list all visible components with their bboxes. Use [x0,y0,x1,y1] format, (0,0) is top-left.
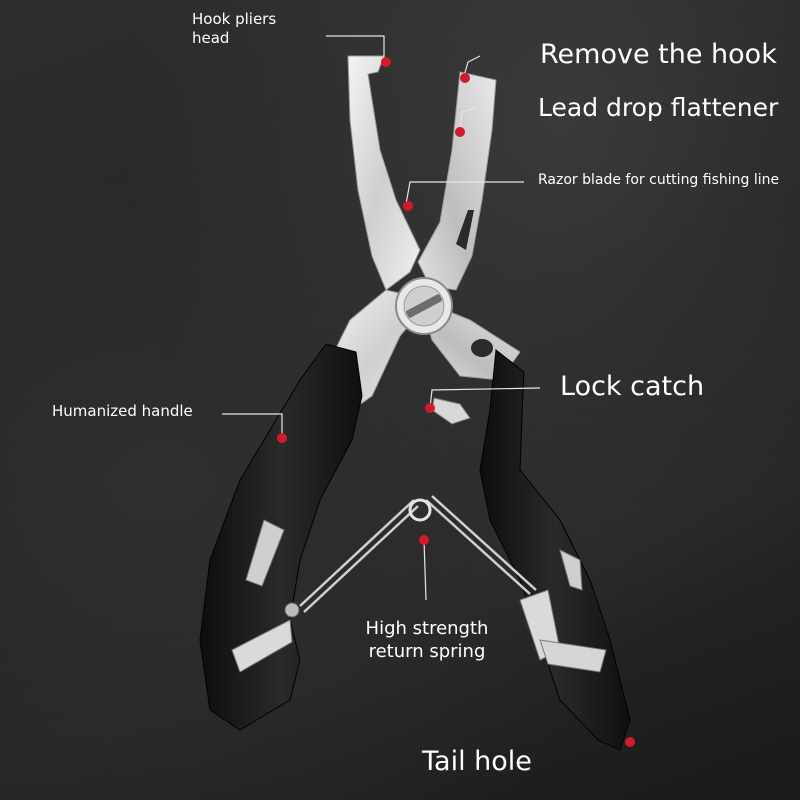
callout-remove-hook: Remove the hook [540,39,777,70]
callout-spring-line1: High strength [365,618,489,639]
leader-razor [405,181,524,205]
callout-head-line2: head [192,28,230,47]
right-handle [479,349,631,751]
callout-tail-hole: Tail hole [422,746,532,777]
marker-spring [419,535,429,545]
callout-lock-catch: Lock catch [560,371,705,402]
leader-lines [222,35,541,601]
callout-handle: Humanized handle [52,402,193,420]
callout-spring-line2: return spring [368,640,486,662]
leader-spring [423,539,427,601]
marker-tail-hole [625,737,635,747]
leader-handle [222,413,283,436]
right-handle-insert [559,549,583,591]
callout-head: Hook pliers head [192,10,276,48]
callout-razor: Razor blade for cutting fishing line [538,172,780,188]
left-handle-insert [245,519,285,587]
marker-remove-hook [460,73,470,83]
right-jaw [417,71,497,291]
left-jaw [347,55,421,291]
lock-catch [431,397,471,425]
marker-handle [277,433,287,443]
marker-lead-drop [455,127,465,137]
leader-lead-drop [459,107,477,131]
callout-head-line1: Hook pliers [192,10,277,28]
callout-spring: High strength return spring [352,618,502,663]
body-hole [471,339,493,357]
marker-lock-catch [425,403,435,413]
leader-lock-catch [429,387,541,409]
leader-head [326,35,385,60]
return-spring [299,495,537,613]
marker-dots [277,57,635,747]
marker-head [381,57,391,67]
leader-remove-hook [463,55,481,77]
marker-razor [403,201,413,211]
callout-lead-drop: Lead drop flattener [538,93,779,122]
jaw-cutout [456,210,474,250]
